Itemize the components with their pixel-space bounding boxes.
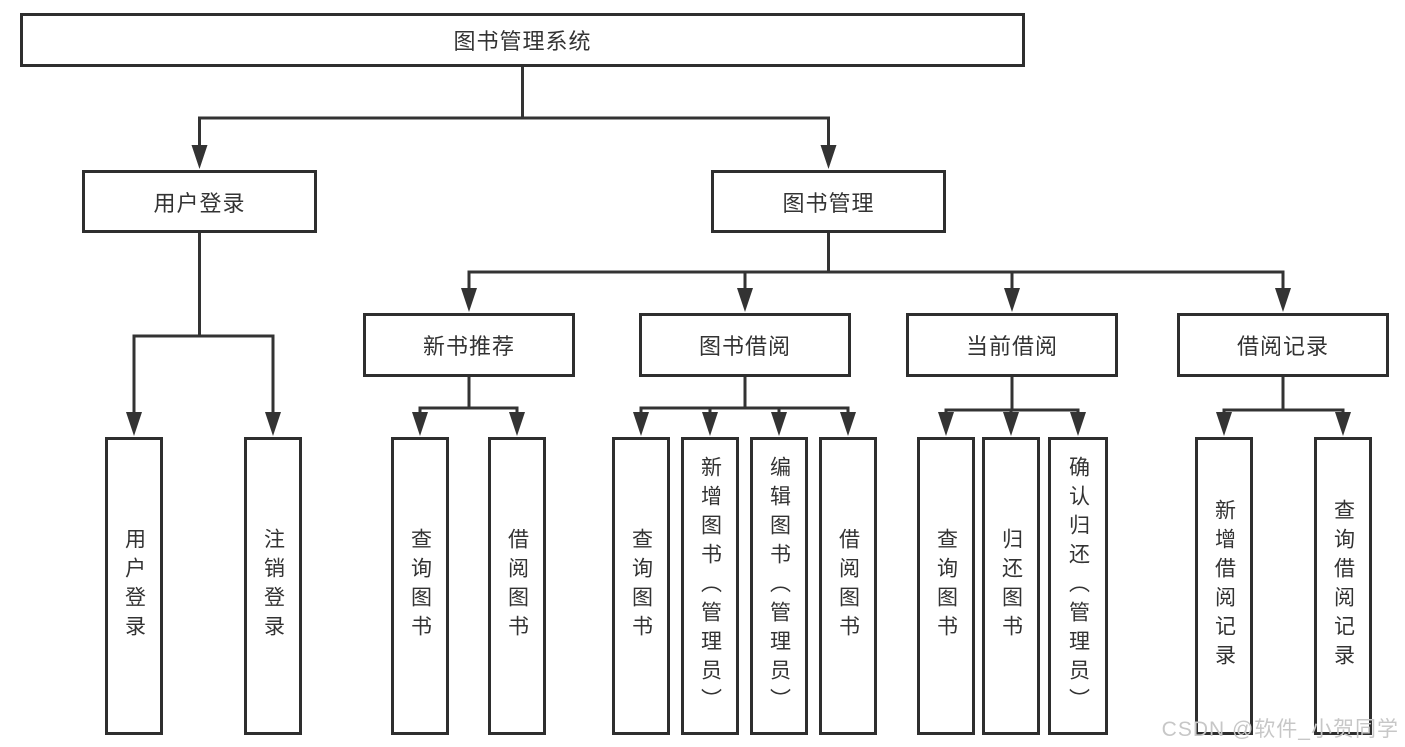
leaf-borrow-books: 借阅图书 <box>819 437 877 735</box>
connector <box>198 65 830 153</box>
node-current-borrowing: 当前借阅 <box>906 313 1118 377</box>
arrowhead-icon <box>737 288 753 312</box>
node-label: 用户登录 <box>122 528 146 644</box>
node-label: 查询图书 <box>934 528 958 644</box>
node-borrowing-records: 借阅记录 <box>1177 313 1389 377</box>
node-label: 借阅记录 <box>1236 334 1329 359</box>
arrowhead-icon <box>1003 412 1019 436</box>
leaf-query-books-borrowing: 查询图书 <box>612 437 670 735</box>
arrowhead-icon <box>820 145 837 169</box>
node-label: 查询图书 <box>408 528 432 644</box>
connector <box>1222 375 1345 420</box>
watermark: CSDN @软件_小贺同学 <box>1161 718 1399 741</box>
node-label: 借阅图书 <box>836 528 860 644</box>
leaf-edit-books-admin: 编辑图书（管理员） <box>750 437 808 735</box>
arrowhead-icon <box>509 412 525 436</box>
leaf-query-borrow-record: 查询借阅记录 <box>1314 437 1372 735</box>
connector <box>467 231 1285 296</box>
arrowhead-icon <box>702 412 718 436</box>
node-book-borrowing: 图书借阅 <box>639 313 851 377</box>
connector <box>639 375 850 420</box>
node-new-book-recommend: 新书推荐 <box>363 313 575 377</box>
arrowhead-icon <box>1070 412 1086 436</box>
leaf-return-books: 归还图书 <box>982 437 1040 735</box>
leaf-query-books-current: 查询图书 <box>917 437 975 735</box>
node-label: 注销登录 <box>261 528 285 644</box>
node-label: 查询图书 <box>629 528 653 644</box>
arrowhead-icon <box>1335 412 1351 436</box>
node-user-login: 用户登录 <box>82 170 317 233</box>
arrowhead-icon <box>633 412 649 436</box>
connector <box>132 231 275 420</box>
arrowhead-icon <box>1216 412 1232 436</box>
arrowhead-icon <box>191 145 208 169</box>
leaf-borrow-books-recommend: 借阅图书 <box>488 437 546 735</box>
arrowhead-icon <box>412 412 428 436</box>
arrowhead-icon <box>126 412 142 436</box>
node-label: 当前借阅 <box>965 334 1058 359</box>
arrowhead-icon <box>771 412 787 436</box>
node-label: 查询借阅记录 <box>1331 499 1355 673</box>
arrowhead-icon <box>265 412 281 436</box>
arrowhead-icon <box>938 412 954 436</box>
node-label: 归还图书 <box>999 528 1023 644</box>
node-book-management: 图书管理 <box>711 170 946 233</box>
leaf-logout: 注销登录 <box>244 437 302 735</box>
node-library-system: 图书管理系统 <box>20 13 1025 67</box>
node-label: 图书管理系统 <box>453 29 592 54</box>
leaf-user-login: 用户登录 <box>105 437 163 735</box>
node-label: 新书推荐 <box>422 334 515 359</box>
leaf-add-books-admin: 新增图书（管理员） <box>681 437 739 735</box>
node-label: 借阅图书 <box>505 528 529 644</box>
leaf-confirm-return-admin: 确认归还（管理员） <box>1048 437 1108 735</box>
node-label: 图书借阅 <box>698 334 791 359</box>
arrowhead-icon <box>461 288 477 312</box>
arrowhead-icon <box>1275 288 1291 312</box>
node-label: 图书管理 <box>782 190 875 216</box>
node-label: 确认归还（管理员） <box>1066 455 1090 717</box>
arrowhead-icon <box>840 412 856 436</box>
arrowhead-icon <box>1004 288 1020 312</box>
leaf-query-books-recommend: 查询图书 <box>391 437 449 735</box>
node-label: 编辑图书（管理员） <box>767 455 791 717</box>
node-label: 用户登录 <box>153 190 246 216</box>
connector <box>418 375 519 420</box>
node-label: 新增图书（管理员） <box>698 455 722 717</box>
node-label: 新增借阅记录 <box>1212 499 1236 673</box>
connector <box>944 375 1080 420</box>
leaf-add-borrow-record: 新增借阅记录 <box>1195 437 1253 735</box>
